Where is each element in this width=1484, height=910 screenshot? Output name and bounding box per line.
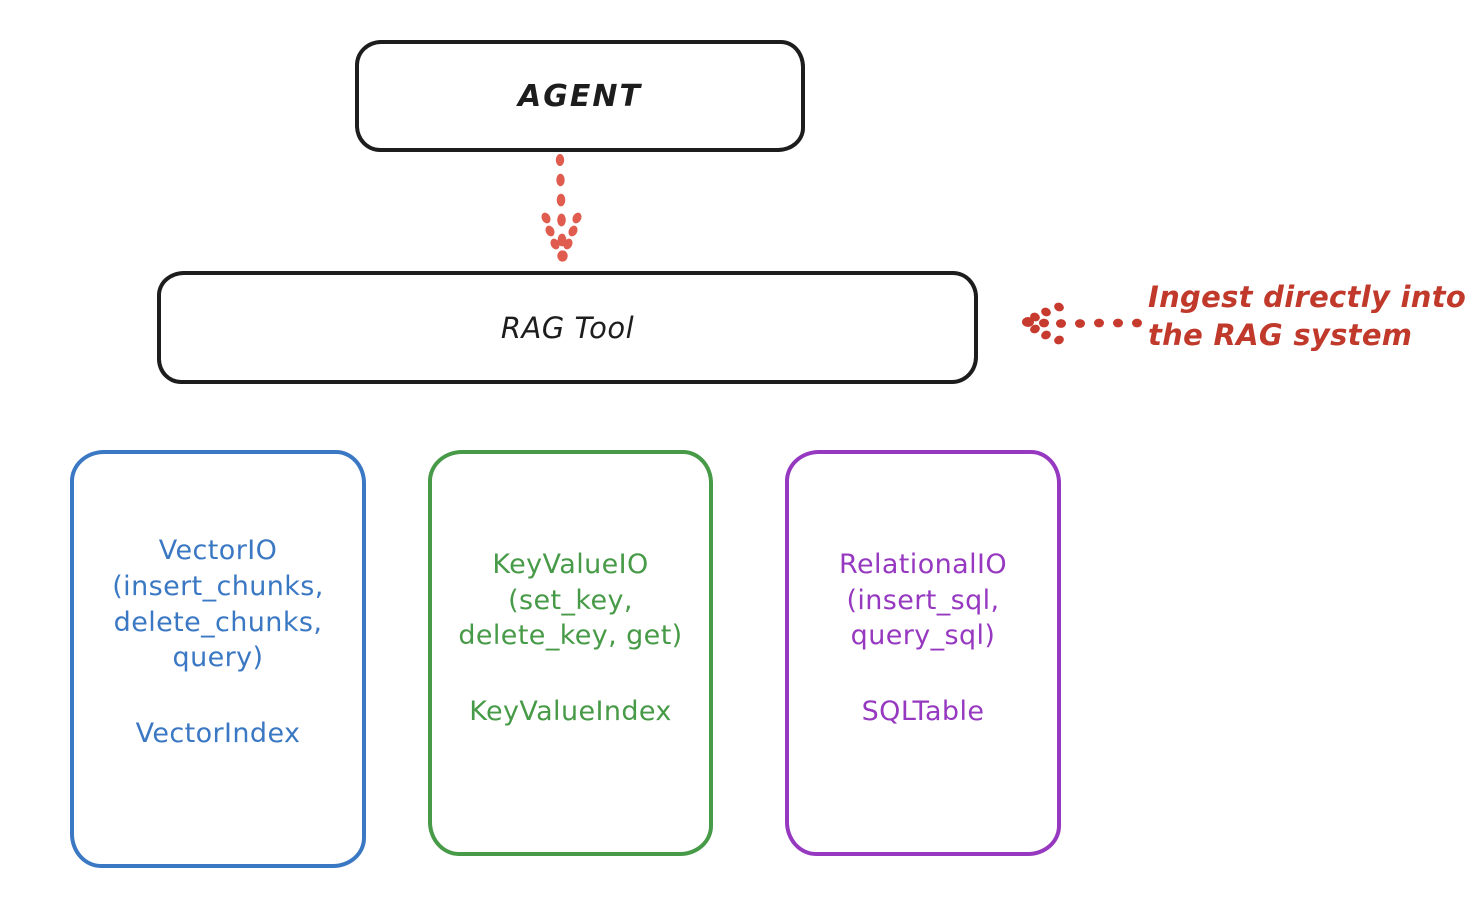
node-keyvalue-store-content: KeyValueIO (set_key, delete_key, get) Ke…: [442, 547, 699, 727]
node-keyvalue-store-implementation: KeyValueIndex: [469, 695, 672, 727]
node-rag-tool-label: RAG Tool: [500, 310, 635, 345]
node-agent-label: AGENT: [518, 78, 642, 114]
node-relational-store-api: RelationalIO (insert_sql, query_sql): [839, 549, 1007, 652]
node-vector-store-content: VectorIO (insert_chunks, delete_chunks, …: [84, 533, 352, 749]
connector-agent-to-ragtool-icon: [541, 154, 582, 262]
node-agent[interactable]: AGENT: [355, 40, 805, 152]
node-vector-store-api: VectorIO (insert_chunks, delete_chunks, …: [112, 535, 324, 674]
connector-annotation-to-ragtool-icon: [1022, 302, 1142, 345]
node-relational-store[interactable]: RelationalIO (insert_sql, query_sql) SQL…: [785, 450, 1061, 856]
node-vector-store-implementation: VectorIndex: [135, 717, 301, 749]
node-rag-tool[interactable]: RAG Tool: [157, 271, 978, 384]
node-relational-store-implementation: SQLTable: [861, 695, 985, 727]
annotation-ingest: Ingest directly into the RAG system: [1148, 280, 1467, 353]
node-vector-store[interactable]: VectorIO (insert_chunks, delete_chunks, …: [70, 450, 366, 868]
node-keyvalue-store[interactable]: KeyValueIO (set_key, delete_key, get) Ke…: [428, 450, 713, 856]
node-relational-store-content: RelationalIO (insert_sql, query_sql) SQL…: [799, 547, 1047, 727]
node-keyvalue-store-api: KeyValueIO (set_key, delete_key, get): [458, 549, 683, 652]
